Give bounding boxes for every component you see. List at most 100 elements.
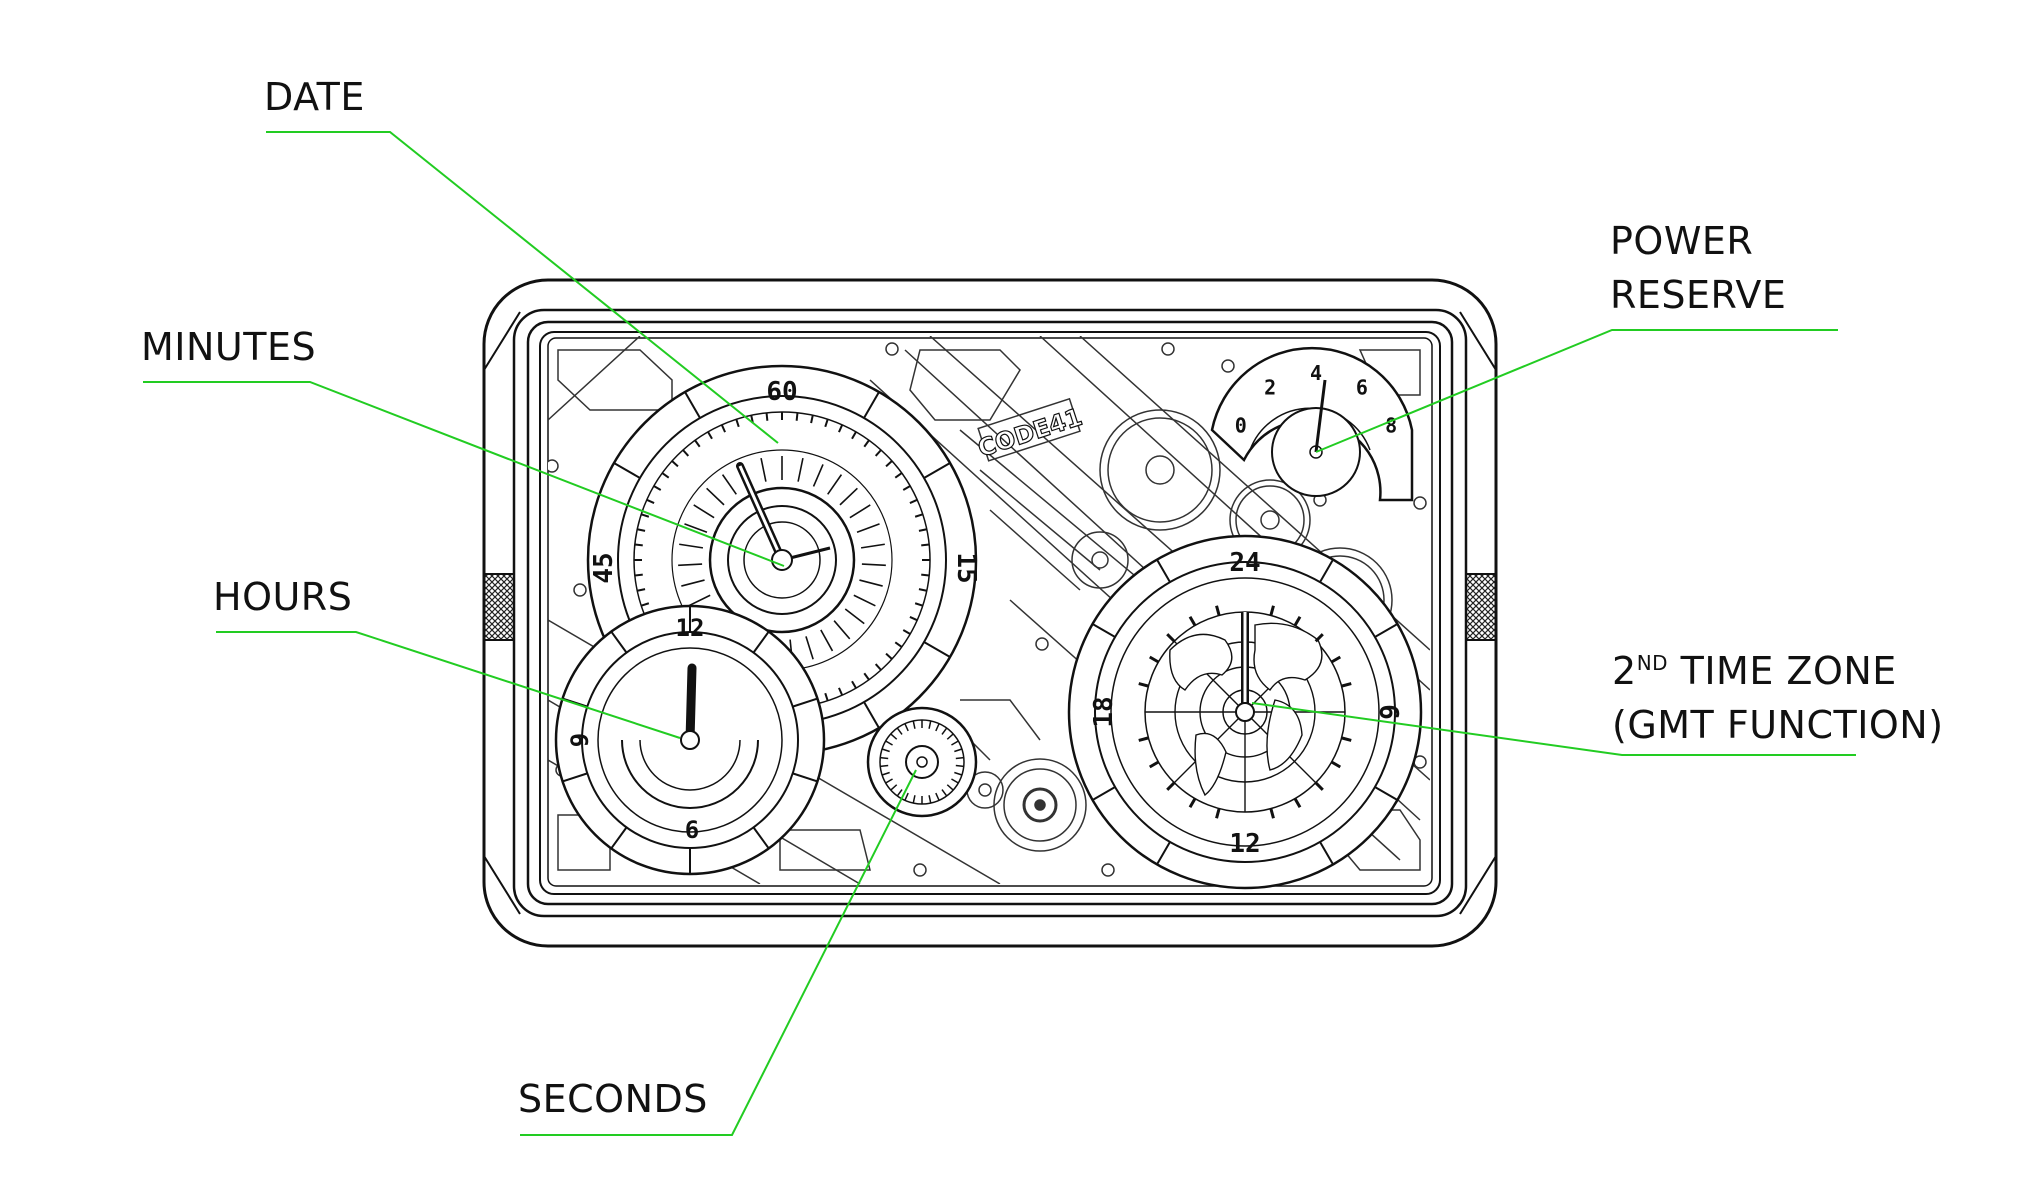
power-reserve-mark-4: 4 [1310, 361, 1322, 385]
gmt-tick [1215, 808, 1221, 819]
minute-tick [637, 588, 646, 592]
minute-tick [795, 412, 799, 421]
minutes-ring-segments [613, 391, 951, 729]
minute-tick [838, 687, 844, 696]
seconds-ticks [880, 720, 964, 804]
date-mark [853, 594, 876, 607]
minute-tick [765, 412, 769, 421]
power-reserve-mark-8: 8 [1385, 414, 1397, 438]
gmt-6: 6 [1373, 704, 1403, 720]
second-tick [935, 792, 940, 801]
hours-ring-divider [792, 772, 818, 783]
label-power-reserve: POWER RESERVE [1610, 214, 1786, 322]
second-tick [880, 764, 889, 768]
label-date: DATE [264, 75, 365, 119]
second-tick [946, 733, 954, 740]
hours-ring-divider [792, 697, 818, 708]
minute-tick [885, 652, 893, 660]
watch-case [482, 278, 1498, 948]
label-gmt-line2: (GMT FUNCTION) [1612, 703, 1944, 747]
gmt-24: 24 [1229, 548, 1260, 578]
gmt-ring-divider [1156, 841, 1171, 865]
gmt-tick [1269, 605, 1275, 616]
gmt-ring-divider [1092, 623, 1116, 638]
hours-leader [216, 631, 681, 739]
date-mark [849, 504, 871, 519]
gmt-tick [1314, 633, 1324, 643]
second-tick [881, 771, 890, 776]
label-gmt: 2ND TIME ZONE (GMT FUNCTION) [1612, 636, 1944, 752]
minutes-leader [143, 381, 785, 567]
minutes-ring-divider [613, 462, 641, 479]
world-map-grid [1145, 612, 1345, 812]
hours-ring-divider [752, 826, 770, 849]
minute-tick [640, 513, 650, 518]
gmt-tick [1341, 736, 1352, 742]
label-gmt-line1: 2ND TIME ZONE [1612, 636, 1944, 698]
second-tick [951, 740, 959, 746]
minutes-ring-divider [923, 462, 951, 479]
second-tick [955, 756, 964, 760]
minutes-ring-divider [923, 641, 951, 658]
minute-tick [874, 663, 882, 671]
gmt-tick [1269, 808, 1275, 819]
date-mark [812, 464, 824, 487]
gmt-tick [1293, 797, 1302, 809]
minute-tick [909, 498, 918, 504]
date-mark [844, 608, 865, 625]
minute-tick [824, 692, 829, 702]
date-mark [706, 487, 725, 506]
hours-6: 6 [685, 816, 699, 844]
gmt-tick [1330, 655, 1342, 664]
date-mark [805, 636, 814, 660]
minutes-ring-divider [863, 391, 880, 419]
label-gmt-rest: TIME ZONE [1668, 649, 1897, 693]
gmt-tick [1148, 760, 1160, 769]
gmt-ring-divider [1319, 841, 1334, 865]
label-minutes: MINUTES [141, 325, 317, 369]
minute-tick [694, 439, 701, 448]
second-tick [890, 784, 898, 791]
minute-tick [894, 472, 903, 479]
minute-tick [735, 418, 740, 428]
date-mark [721, 474, 737, 495]
minute-tick [918, 588, 927, 592]
date-mark [797, 457, 804, 482]
minute-tick [682, 449, 690, 457]
second-tick [890, 733, 898, 740]
callout-lines [143, 131, 1856, 1136]
minute-tick [838, 424, 844, 433]
gmt-ring-divider [1374, 623, 1398, 638]
second-tick [885, 740, 893, 746]
gmt-tick [1188, 797, 1197, 809]
date-leader [266, 131, 779, 444]
minute-tick [637, 528, 646, 532]
minute-tick [653, 485, 662, 491]
minute-tick [863, 439, 870, 448]
minute-tick [894, 641, 903, 648]
gmt-tick [1330, 760, 1342, 769]
second-tick [885, 778, 893, 784]
label-gmt-sup: ND [1636, 651, 1669, 675]
minute-tick [851, 431, 857, 440]
minutes-ring-divider [684, 391, 701, 419]
right-crown [1465, 573, 1497, 641]
second-tick [951, 778, 959, 784]
minute-tick [646, 498, 655, 504]
second-tick [896, 727, 903, 735]
label-seconds: SECONDS [518, 1077, 708, 1121]
second-tick [928, 795, 932, 804]
date-mark [860, 543, 885, 549]
second-tick [912, 720, 916, 729]
minutes-45: 45 [589, 552, 619, 583]
minute-tick [851, 680, 857, 689]
minute-tick [909, 616, 918, 622]
second-tick [935, 723, 940, 732]
date-mark [760, 457, 767, 482]
gmt-tick [1166, 633, 1176, 643]
minute-tick [885, 460, 893, 468]
minutes-ring-divider [863, 701, 880, 729]
minute-tick [874, 449, 882, 457]
